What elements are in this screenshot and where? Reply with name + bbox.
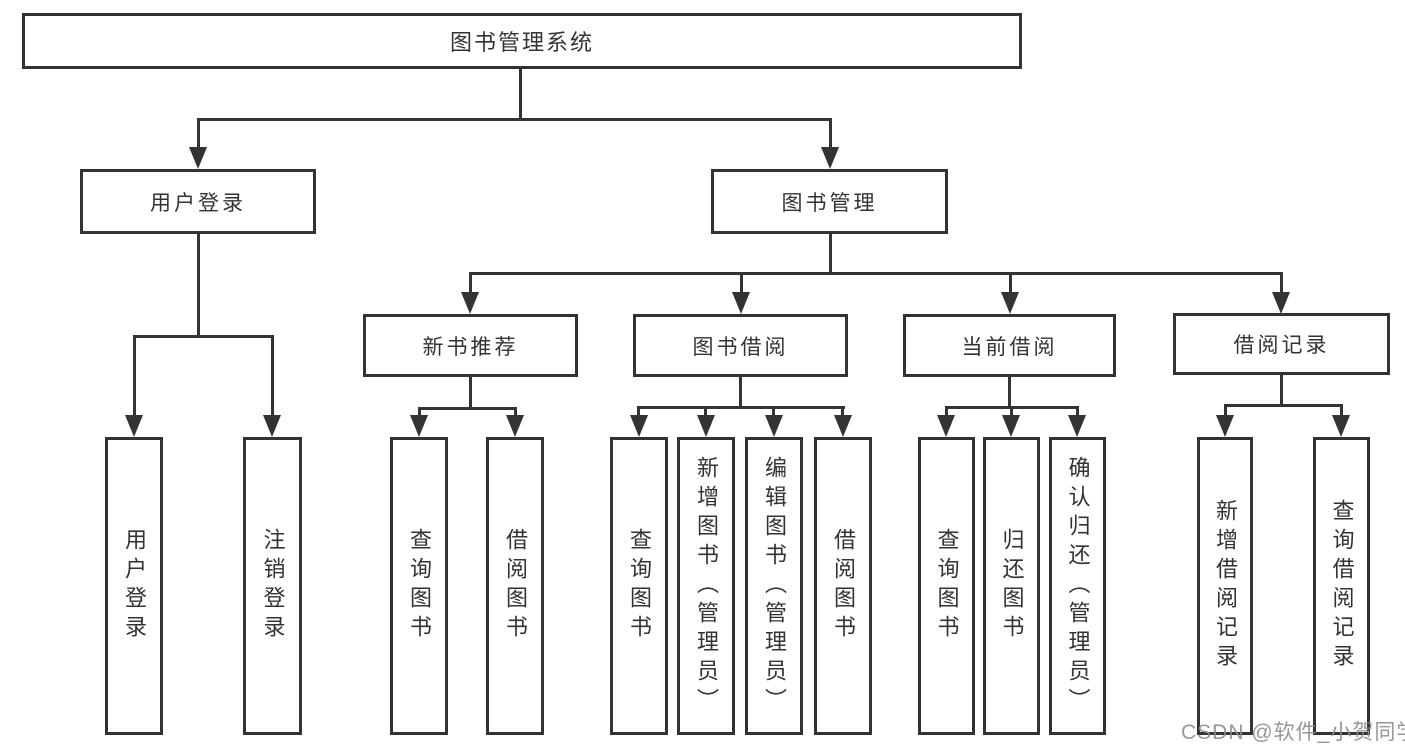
leaf-borrow-book-label: 借阅图书	[831, 528, 856, 644]
line-segment	[1280, 375, 1283, 406]
leaf-return-book: 归还图书	[983, 437, 1040, 735]
line-segment	[637, 406, 640, 416]
line-segment	[514, 407, 517, 416]
node-new-book-recommend-label: 新书推荐	[422, 335, 519, 359]
line-segment	[1009, 272, 1012, 292]
node-current-borrow-label: 当前借阅	[961, 335, 1058, 359]
node-borrow-records: 借阅记录	[1173, 313, 1390, 375]
arrowhead-down	[410, 415, 428, 437]
leaf-return-book-label: 归还图书	[999, 528, 1025, 644]
node-book-borrow: 图书借阅	[633, 314, 848, 377]
line-segment	[519, 69, 522, 118]
leaf-query-book-current-label: 查询图书	[934, 528, 960, 644]
line-segment	[1340, 404, 1343, 416]
node-user-login-label: 用户登录	[150, 191, 246, 215]
arrowhead-down	[1001, 292, 1019, 314]
arrowhead-down	[630, 415, 648, 437]
leaf-query-borrow-record-label: 查询借阅记录	[1329, 499, 1355, 673]
line-segment	[704, 406, 707, 416]
line-segment	[1280, 272, 1283, 292]
arrowhead-down	[189, 147, 207, 169]
leaf-logout-label: 注销登录	[260, 528, 286, 644]
arrowhead-down	[506, 415, 524, 437]
arrowhead-down	[1216, 415, 1234, 437]
node-current-borrow: 当前借阅	[903, 314, 1116, 377]
leaf-borrow-book-recommend: 借阅图书	[486, 437, 544, 735]
arrowhead-down	[765, 415, 783, 437]
leaf-query-book-recommend: 查询图书	[390, 437, 448, 735]
line-segment	[133, 335, 136, 415]
line-segment	[739, 377, 742, 408]
leaf-logout: 注销登录	[243, 437, 302, 735]
leaf-add-borrow-record: 新增借阅记录	[1197, 437, 1253, 735]
line-segment	[197, 234, 200, 337]
leaf-query-borrow-record: 查询借阅记录	[1313, 437, 1370, 735]
node-root-label: 图书管理系统	[449, 30, 594, 55]
leaf-borrow-book: 借阅图书	[814, 437, 872, 735]
leaf-user-login-label: 用户登录	[122, 528, 147, 644]
leaf-add-borrow-record-label: 新增借阅记录	[1213, 499, 1238, 673]
csdn-watermark: CSDN @软件_小贺同学	[1181, 721, 1405, 744]
line-segment	[829, 118, 832, 148]
node-book-management-label: 图书管理	[781, 191, 878, 215]
line-segment	[841, 406, 844, 416]
leaf-user-login: 用户登录	[105, 437, 163, 735]
arrowhead-down	[821, 147, 839, 169]
line-segment	[945, 406, 948, 416]
arrowhead-down	[937, 415, 955, 437]
leaf-borrow-book-recommend-label: 借阅图书	[503, 528, 528, 644]
node-root: 图书管理系统	[22, 13, 1022, 69]
line-segment	[418, 407, 421, 416]
line-segment	[1224, 404, 1343, 407]
leaf-add-book-admin-label: 新增图书（管理员）	[694, 455, 719, 717]
line-segment	[271, 335, 274, 415]
line-segment	[469, 272, 472, 292]
line-segment	[1010, 406, 1013, 416]
line-segment	[469, 272, 1283, 275]
arrowhead-down	[125, 415, 143, 437]
line-segment	[197, 118, 200, 148]
line-segment	[197, 118, 832, 121]
leaf-query-book-recommend-label: 查询图书	[407, 528, 432, 644]
arrowhead-down	[697, 415, 715, 437]
leaf-add-book-admin: 新增图书（管理员）	[677, 437, 735, 735]
leaf-query-book-borrow: 查询图书	[610, 437, 668, 735]
leaf-query-book-current: 查询图书	[918, 437, 975, 735]
arrowhead-down	[1272, 292, 1290, 314]
leaf-edit-book-admin: 编辑图书（管理员）	[745, 437, 803, 735]
line-segment	[1224, 404, 1227, 416]
node-user-login: 用户登录	[80, 169, 316, 234]
leaf-query-book-borrow-label: 查询图书	[627, 528, 652, 644]
arrowhead-down	[461, 292, 479, 314]
line-segment	[1076, 406, 1079, 416]
node-new-book-recommend: 新书推荐	[363, 314, 578, 377]
leaf-confirm-return-admin-label: 确认归还（管理员）	[1065, 455, 1091, 717]
line-segment	[829, 234, 832, 274]
line-segment	[637, 406, 845, 409]
arrowhead-down	[1068, 415, 1086, 437]
arrowhead-down	[732, 292, 750, 314]
arrowhead-down	[1332, 415, 1350, 437]
line-segment	[469, 377, 472, 409]
line-segment	[133, 335, 274, 338]
arrowhead-down	[1002, 415, 1020, 437]
line-segment	[1008, 377, 1011, 407]
node-book-management: 图书管理	[711, 169, 948, 234]
line-segment	[418, 407, 517, 410]
node-book-borrow-label: 图书借阅	[692, 335, 789, 359]
arrowhead-down	[834, 415, 852, 437]
line-segment	[772, 406, 775, 416]
leaf-confirm-return-admin: 确认归还（管理员）	[1049, 437, 1106, 735]
arrowhead-down	[263, 415, 281, 437]
line-segment	[740, 272, 743, 292]
node-borrow-records-label: 借阅记录	[1233, 334, 1330, 357]
leaf-edit-book-admin-label: 编辑图书（管理员）	[762, 455, 787, 717]
